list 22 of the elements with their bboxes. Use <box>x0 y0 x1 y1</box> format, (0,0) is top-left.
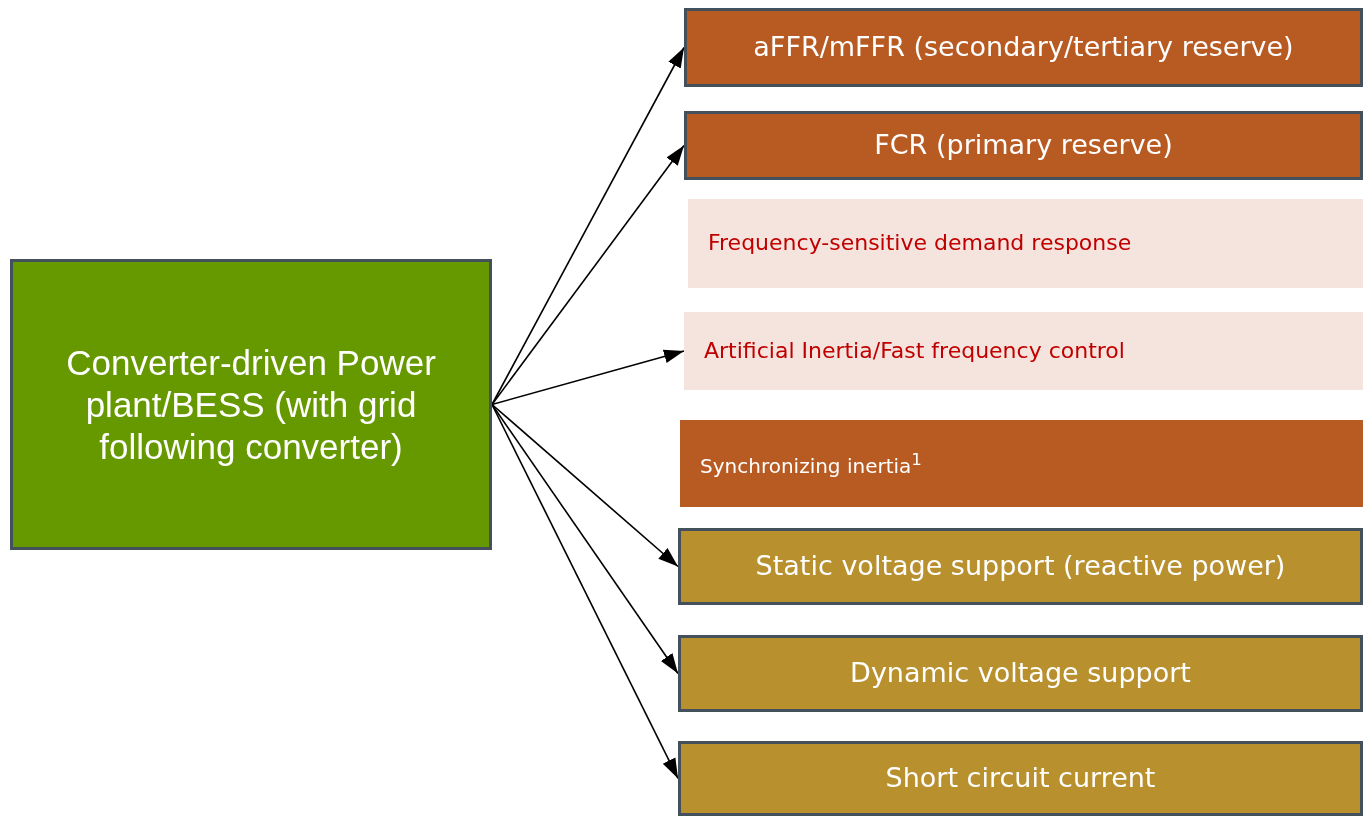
service-box <box>680 420 1363 507</box>
node-label: Dynamic voltage support <box>850 657 1191 690</box>
service-box <box>684 312 1363 390</box>
node-label: aFFR/mFFR (secondary/tertiary reserve) <box>753 31 1294 64</box>
node-label: Short circuit current <box>885 762 1156 795</box>
source-box <box>10 259 492 550</box>
arrow <box>491 144 685 406</box>
node-label: Frequency-sensitive demand response <box>708 230 1132 257</box>
service-box <box>678 635 1363 712</box>
arrow <box>491 403 679 568</box>
service-box <box>688 199 1363 288</box>
node-label: Synchronizing inertia$^{1}$ <box>700 449 922 478</box>
node-label: Converter-driven Power plant/BESS (with grid following converter) <box>65 341 437 468</box>
arrow <box>491 403 679 675</box>
service-box <box>678 741 1363 816</box>
service-box <box>678 528 1363 605</box>
node-label: Artificial Inertia/Fast frequency control <box>704 337 1125 365</box>
arrow <box>491 349 685 406</box>
service-box <box>684 8 1363 87</box>
node-label: Static voltage support (reactive power) <box>755 550 1286 583</box>
node-label: FCR (primary reserve) <box>874 129 1173 162</box>
service-box <box>684 111 1363 180</box>
